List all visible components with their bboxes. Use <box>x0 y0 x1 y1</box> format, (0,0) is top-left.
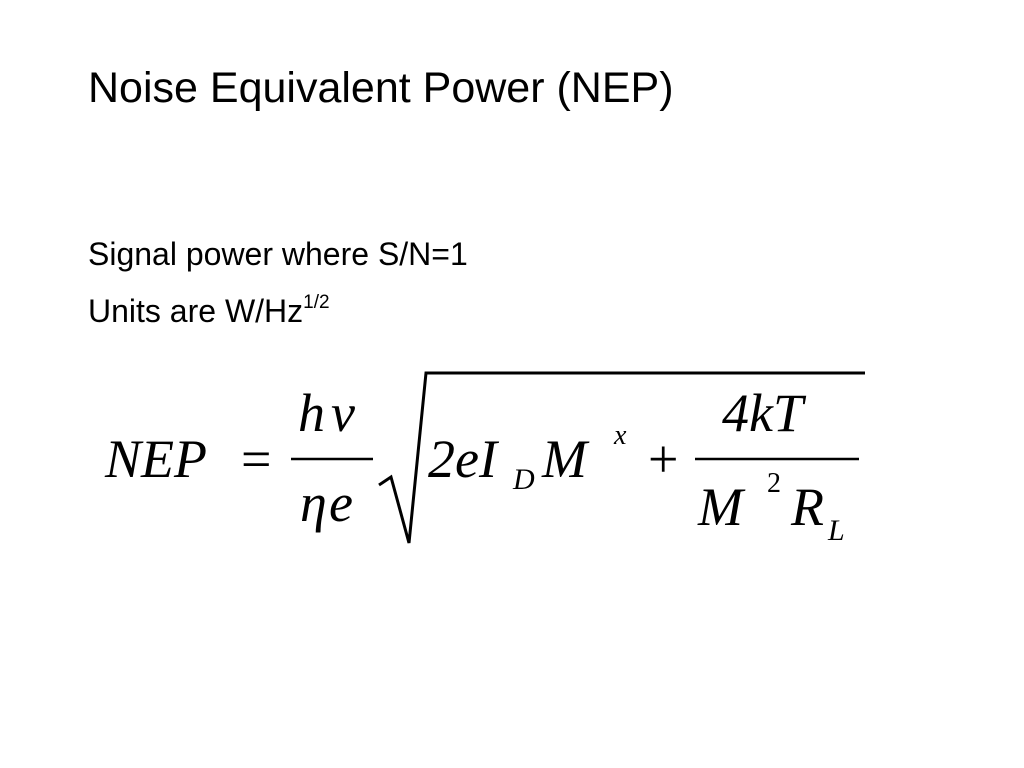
frac2-den-superscript: 2 <box>767 468 781 499</box>
frac1-den-eta: η <box>300 473 327 533</box>
term1-superscript: x <box>613 420 627 451</box>
units-exponent: 1/2 <box>303 292 330 313</box>
formula-svg: NEP = h ν η e 2eI D M x + 4kT M 2 R L <box>104 371 865 547</box>
term1-subscript: D <box>512 463 535 496</box>
frac2-den-M: M <box>697 477 746 537</box>
frac1-num-nu: ν <box>331 383 355 443</box>
frac1-num-h: h <box>298 383 325 443</box>
units-text: Units are W/Hz <box>88 293 304 329</box>
frac1-den-e: e <box>329 473 353 533</box>
slide-title: Noise Equivalent Power (NEP) <box>88 64 674 112</box>
nep-formula: NEP = h ν η e 2eI D M x + 4kT M 2 R L <box>95 365 875 555</box>
frac2-den-subscript: L <box>827 514 845 547</box>
term1-M: M <box>541 429 590 489</box>
radical-sign <box>378 371 865 544</box>
body-line-units: Units are W/Hz1/2 <box>88 291 330 337</box>
body-line-signal-power: Signal power where S/N=1 <box>88 236 468 272</box>
term1-prefix: 2eI <box>428 429 500 489</box>
frac2-den-R: R <box>790 477 824 537</box>
formula-plus: + <box>648 429 678 489</box>
frac2-numerator: 4kT <box>722 383 807 443</box>
formula-lhs: NEP <box>104 429 207 489</box>
formula-equals: = <box>241 429 271 489</box>
